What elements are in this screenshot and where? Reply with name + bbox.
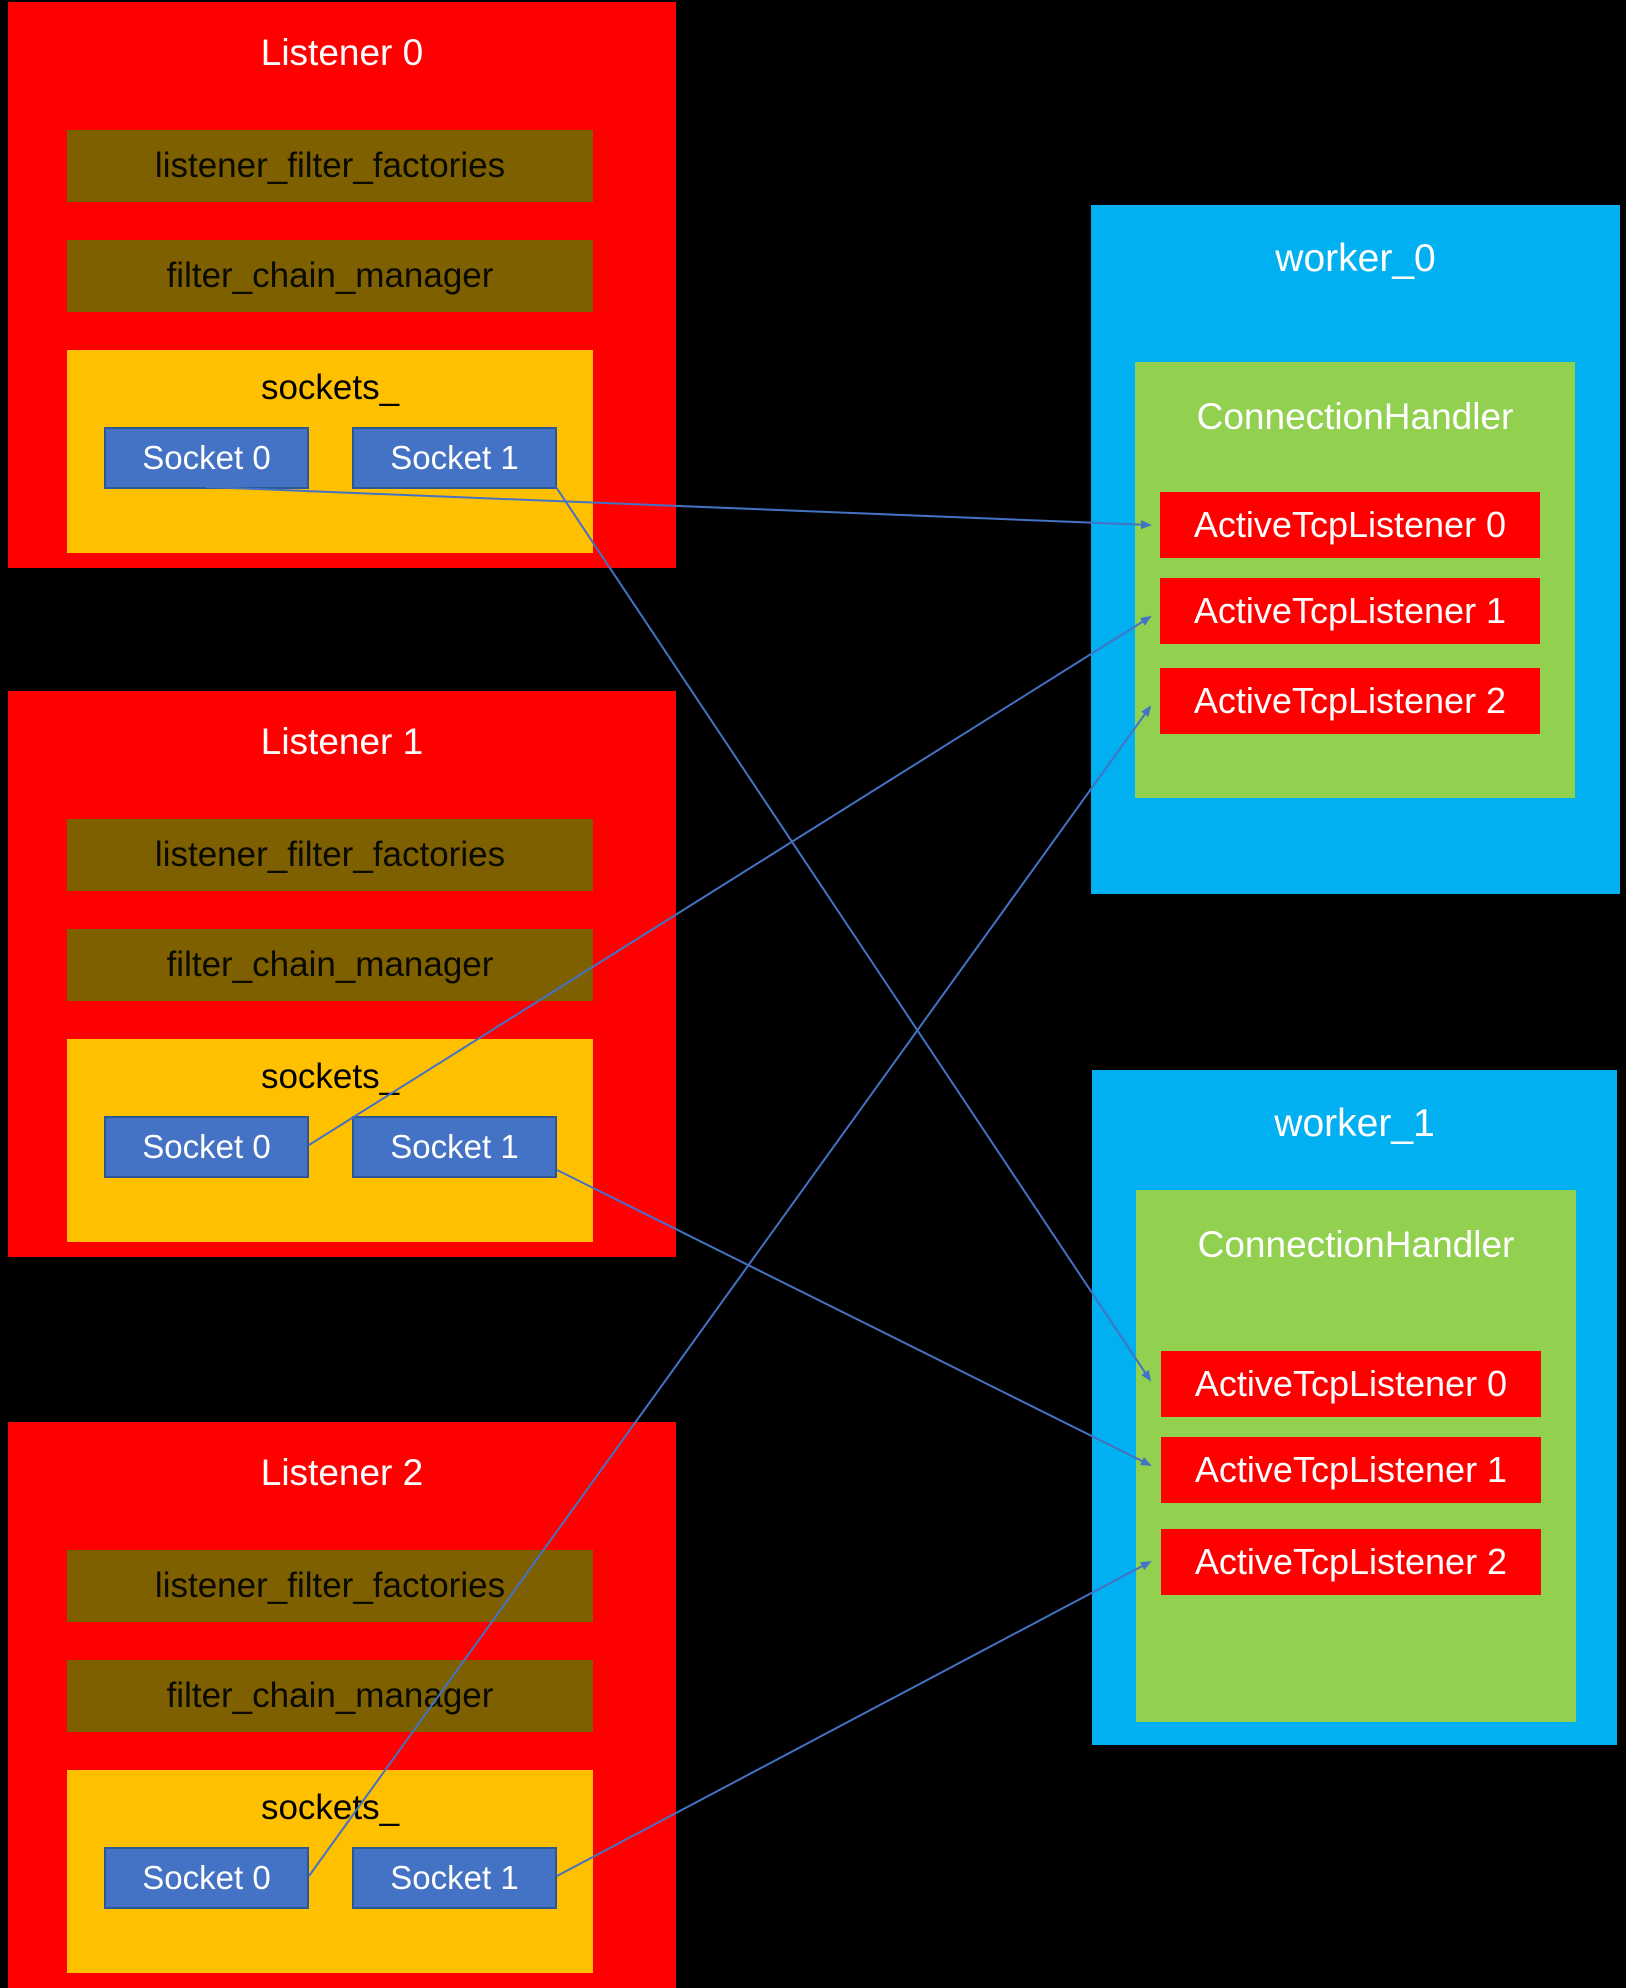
listener-0-sockets-box: sockets_ Socket 0 Socket 1: [67, 350, 593, 553]
worker-0-active-tcp-listener-0: ActiveTcpListener 0: [1160, 492, 1540, 558]
listener-0-socket-0: Socket 0: [104, 427, 309, 489]
listener-1-filter-factories-bar: listener_filter_factories: [67, 819, 593, 891]
listener-1-filter-chain-manager-bar: filter_chain_manager: [67, 929, 593, 1001]
listener-2-socket-0: Socket 0: [104, 1847, 309, 1909]
listener-2-title: Listener 2: [260, 1452, 424, 1493]
listener-1-sockets-label: sockets_: [260, 1057, 400, 1096]
listener-0-box: Listener 0 listener_filter_factories fil…: [8, 2, 676, 568]
worker-1-active-tcp-listener-0: ActiveTcpListener 0: [1161, 1351, 1541, 1417]
worker-0-title: worker_0: [1275, 237, 1436, 280]
listener-0-filter-factories-bar: listener_filter_factories: [67, 130, 593, 202]
worker-0-active-tcp-listener-1: ActiveTcpListener 1: [1160, 578, 1540, 644]
listener-2-filter-chain-manager-bar: filter_chain_manager: [67, 1660, 593, 1732]
listener-1-socket-0: Socket 0: [104, 1116, 309, 1178]
listener-1-title: Listener 1: [260, 721, 424, 762]
listener-1-box: Listener 1 listener_filter_factories fil…: [8, 691, 676, 1257]
worker-1-active-tcp-listener-1: ActiveTcpListener 1: [1161, 1437, 1541, 1503]
worker-0-box: worker_0 ConnectionHandler ActiveTcpList…: [1091, 205, 1620, 894]
worker-1-box: worker_1 ConnectionHandler ActiveTcpList…: [1092, 1070, 1617, 1745]
listener-0-sockets-label: sockets_: [260, 368, 400, 407]
listener-2-sockets-box: sockets_ Socket 0 Socket 1: [67, 1770, 593, 1973]
worker-0-active-tcp-listener-2: ActiveTcpListener 2: [1160, 668, 1540, 734]
listener-0-title: Listener 0: [260, 32, 424, 73]
worker-1-connection-handler-title: ConnectionHandler: [1197, 1224, 1515, 1265]
worker-0-connection-handler-box: ConnectionHandler ActiveTcpListener 0 Ac…: [1135, 362, 1575, 798]
listener-2-sockets-label: sockets_: [260, 1788, 400, 1827]
listener-2-box: Listener 2 listener_filter_factories fil…: [8, 1422, 676, 1988]
listener-0-socket-1: Socket 1: [352, 427, 557, 489]
listener-2-socket-1: Socket 1: [352, 1847, 557, 1909]
listener-0-filter-chain-manager-bar: filter_chain_manager: [67, 240, 593, 312]
listener-1-socket-1: Socket 1: [352, 1116, 557, 1178]
worker-1-title: worker_1: [1274, 1102, 1435, 1145]
listener-1-sockets-box: sockets_ Socket 0 Socket 1: [67, 1039, 593, 1242]
worker-1-active-tcp-listener-2: ActiveTcpListener 2: [1161, 1529, 1541, 1595]
worker-1-connection-handler-box: ConnectionHandler ActiveTcpListener 0 Ac…: [1136, 1190, 1576, 1722]
worker-0-connection-handler-title: ConnectionHandler: [1196, 396, 1514, 437]
listener-2-filter-factories-bar: listener_filter_factories: [67, 1550, 593, 1622]
